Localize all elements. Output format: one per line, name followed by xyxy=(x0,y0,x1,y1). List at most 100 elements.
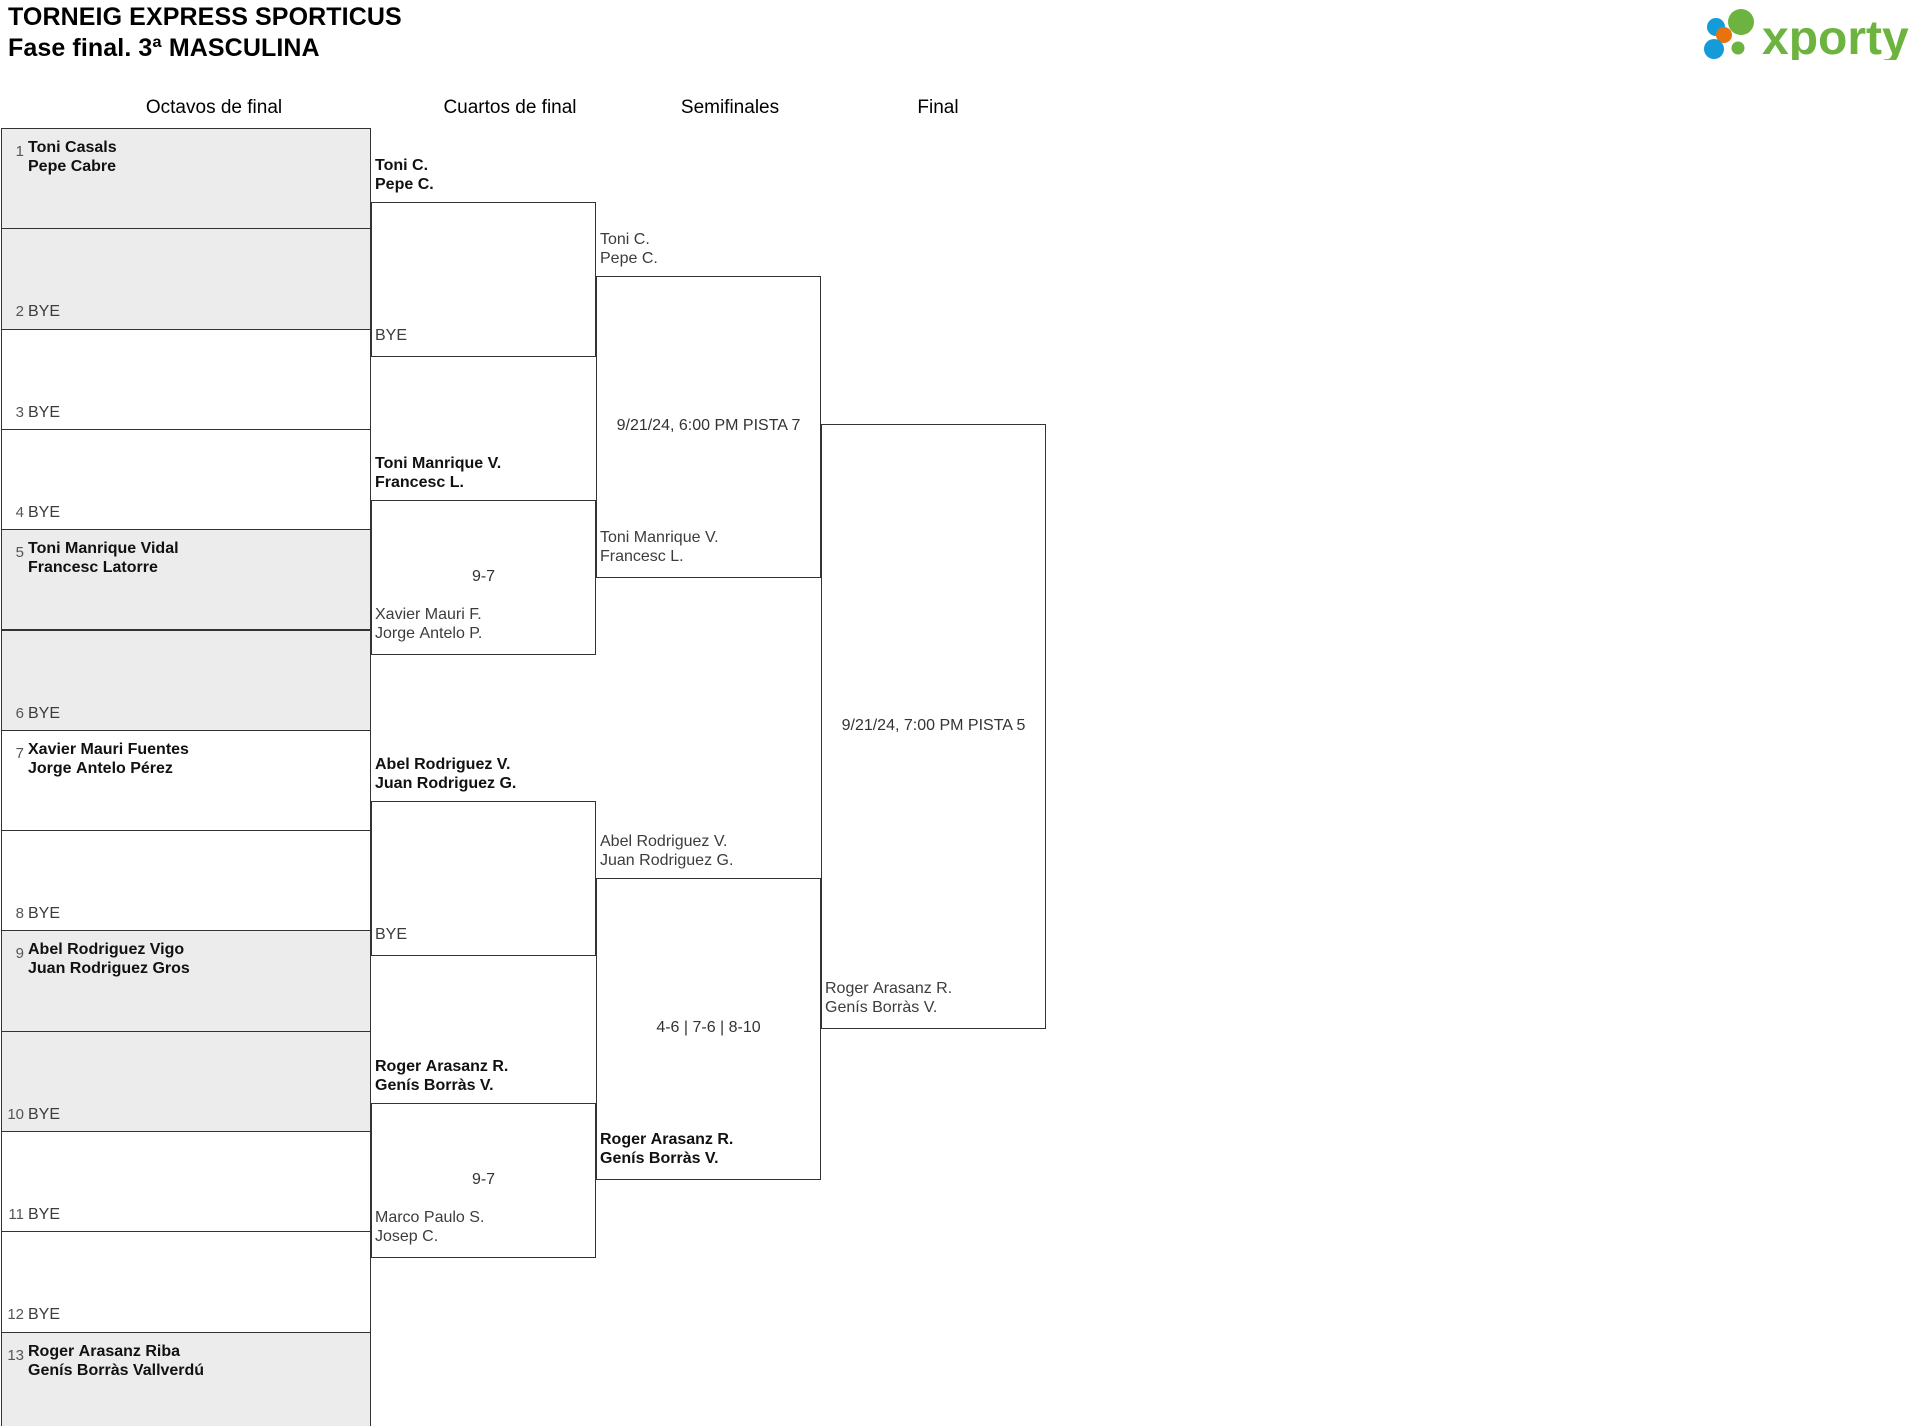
cuartos-match-2-meta: 9-7 xyxy=(471,567,496,585)
seed-number: 1 xyxy=(15,143,24,160)
semifinal-match-1-bottom-entrant[interactable]: Toni Manrique V.Francesc L. xyxy=(600,528,719,566)
seed-number: 10 xyxy=(7,1105,24,1123)
player-name: Genís Borràs V. xyxy=(600,1150,719,1167)
cuartos-match-1-top-entrant[interactable]: Toni C.Pepe C. xyxy=(375,156,434,194)
player-name: Francesc L. xyxy=(600,548,684,565)
player-name: Toni Casals xyxy=(28,139,117,156)
round-header-cuartos: Cuartos de final xyxy=(443,97,577,118)
semifinal-match-1-meta: 9/21/24, 6:00 PM PISTA 7 xyxy=(616,417,801,434)
player-name: Juan Rodriguez Gros xyxy=(28,960,190,978)
xporty-logo: xporty xyxy=(1700,8,1912,60)
final-match-1-connector xyxy=(821,424,1046,1029)
player-name: Xavier Mauri F. xyxy=(375,606,482,623)
seed-bye-label: BYE xyxy=(28,1306,61,1324)
cuartos-match-4-top-entrant[interactable]: Roger Arasanz R.Genís Borràs V. xyxy=(375,1057,508,1095)
seed-number: 3 xyxy=(15,403,24,421)
page-title: TORNEIG EXPRESS SPORTICUS xyxy=(8,3,402,31)
cuartos-match-3-top-entrant[interactable]: Abel Rodriguez V. Juan Rodriguez G. xyxy=(375,755,516,793)
seed-number: 12 xyxy=(7,1306,24,1324)
seed-number: 7 xyxy=(15,744,24,762)
player-name: Jorge Antelo Pérez xyxy=(28,759,173,777)
seed-bye-label: BYE xyxy=(28,1206,61,1223)
seed-number: 5 xyxy=(15,544,24,562)
cuartos-match-4-meta: 9-7 xyxy=(471,1170,496,1188)
semifinal-match-2-top-entrant[interactable]: Abel Rodriguez V.Juan Rodriguez G. xyxy=(600,832,733,870)
round-header-semifinales: Semifinales xyxy=(680,97,780,118)
player-name: Juan Rodriguez G. xyxy=(375,775,517,792)
cuartos-match-3-bottom-entrant[interactable]: BYE xyxy=(375,925,407,944)
seed-bye-label: BYE xyxy=(28,303,61,321)
player-name: Marco Paulo S. xyxy=(375,1209,485,1226)
round-header-final: Final xyxy=(917,97,959,118)
seed-bye-label: BYE xyxy=(28,503,61,521)
cuartos-match-1-bottom-entrant[interactable]: BYE xyxy=(375,326,407,345)
player-name: BYE xyxy=(375,926,408,943)
player-name: Toni C. xyxy=(600,231,650,248)
player-name: Francesc L. xyxy=(375,474,464,491)
round-header-octavos: Octavos de final xyxy=(145,97,283,118)
seed-number: 9 xyxy=(15,945,24,963)
cuartos-match-4-connector xyxy=(371,1103,596,1258)
seed-number: 2 xyxy=(15,303,24,321)
player-name: Xavier Mauri Fuentes xyxy=(28,740,189,758)
player-name: Pepe C. xyxy=(600,250,658,267)
final-match-1-meta: 9/21/24, 7:00 PM PISTA 5 xyxy=(841,716,1026,734)
player-name: Abel Rodriguez V. xyxy=(375,756,511,773)
cuartos-match-3-connector xyxy=(371,801,596,956)
player-name: Toni Manrique V. xyxy=(375,455,502,472)
seed-number: 13 xyxy=(7,1346,24,1364)
player-name: BYE xyxy=(375,327,408,344)
semifinal-match-1-connector xyxy=(596,276,821,578)
cuartos-match-2-connector xyxy=(371,500,596,655)
header-titles: TORNEIG EXPRESS SPORTICUS Fase final. 3ª… xyxy=(8,2,402,64)
cuartos-match-2-top-entrant[interactable]: Toni Manrique V. Francesc L. xyxy=(375,454,501,492)
final-match-1-bottom-entrant[interactable]: Roger Arasanz R. Genís Borràs V. xyxy=(825,979,952,1017)
page-subtitle: Fase final. 3ª MASCULINA xyxy=(8,34,320,62)
player-name: Abel Rodriguez V. xyxy=(600,833,728,850)
seed-bye-label: BYE xyxy=(28,704,61,722)
player-name: Roger Arasanz Riba xyxy=(28,1342,181,1360)
semifinal-match-2-bottom-entrant[interactable]: Roger Arasanz R.Genís Borràs V. xyxy=(600,1130,733,1168)
player-name: Pepe Cabre xyxy=(28,158,117,175)
semifinal-match-1-top-entrant[interactable]: Toni C. Pepe C. xyxy=(600,230,658,268)
player-name: Roger Arasanz R. xyxy=(375,1058,509,1075)
seed-bye-label: BYE xyxy=(28,403,61,421)
semifinal-match-2-meta: 4-6 | 7-6 | 8-10 xyxy=(656,1019,761,1036)
svg-text:xporty: xporty xyxy=(1762,12,1909,60)
player-name: Genís Borràs Vallverdú xyxy=(28,1361,205,1379)
seed-number: 11 xyxy=(8,1206,24,1223)
cuartos-match-2-bottom-entrant[interactable]: Xavier Mauri F. Jorge Antelo P. xyxy=(375,605,482,643)
cuartos-match-1-connector xyxy=(371,202,596,357)
seed-bye-label: BYE xyxy=(28,905,61,923)
player-name: Francesc Latorre xyxy=(28,559,158,577)
seed-number: 4 xyxy=(15,503,24,521)
cuartos-match-4-bottom-entrant[interactable]: Marco Paulo S. Josep C. xyxy=(375,1208,484,1246)
player-name: Toni Manrique Vidal xyxy=(28,540,179,558)
player-name: Jorge Antelo P. xyxy=(375,625,483,642)
seed-number: 6 xyxy=(15,704,24,722)
semifinal-match-2-connector xyxy=(596,878,821,1180)
player-name: Roger Arasanz R. xyxy=(825,980,953,997)
player-name: Genís Borràs V. xyxy=(825,999,938,1016)
player-name: Abel Rodriguez Vigo xyxy=(28,941,185,959)
player-name: Toni C. xyxy=(375,157,429,174)
player-name: Josep C. xyxy=(375,1228,439,1245)
